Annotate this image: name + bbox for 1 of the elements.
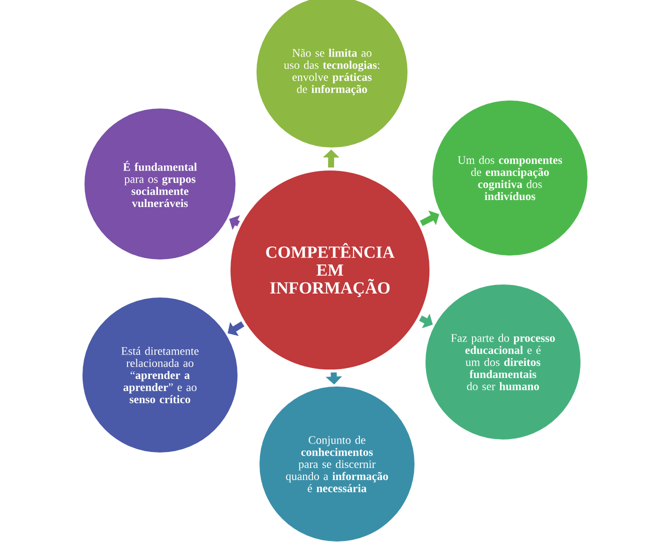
block-arrow [228,321,244,336]
